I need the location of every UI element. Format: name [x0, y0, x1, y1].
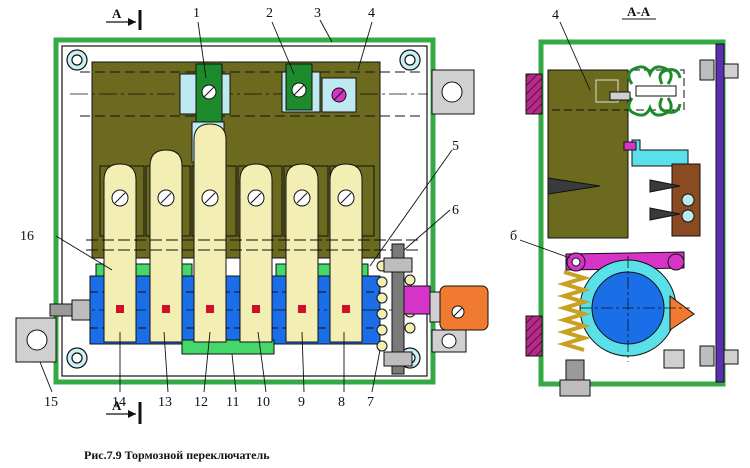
- cam-assembly: [579, 256, 695, 362]
- section-arrow-top: А: [106, 6, 142, 30]
- callout-3: 3: [314, 6, 321, 21]
- section-title: А-А: [627, 4, 651, 19]
- callout-16: 16: [20, 229, 34, 244]
- terminal-clamp-1: [179, 63, 231, 123]
- callout-10: 10: [256, 395, 270, 410]
- leader-lines: [39, 19, 453, 393]
- section-callout-6: б: [510, 229, 517, 244]
- section-callout-4: 4: [552, 8, 559, 23]
- callout-5: 5: [452, 139, 459, 154]
- section-arrow-bottom: А: [106, 398, 142, 424]
- callout-2: 2: [266, 6, 273, 21]
- wall-block-bottom: [525, 315, 543, 357]
- callout-11: 11: [226, 395, 239, 410]
- callout-6: 6: [452, 203, 459, 218]
- spring: [557, 270, 591, 352]
- side-bolts: [663, 59, 739, 369]
- callout-12: 12: [194, 395, 208, 410]
- callout-8: 8: [338, 395, 345, 410]
- callout-1: 1: [193, 6, 200, 21]
- callout-7: 7: [367, 395, 374, 410]
- mounting-ear-right: [431, 69, 475, 115]
- lever-6: [565, 251, 685, 272]
- corner-bolts: [66, 49, 421, 369]
- contact-arm: [547, 139, 701, 237]
- wall-block-top: [525, 73, 543, 115]
- callout-15: 15: [44, 395, 58, 410]
- callout-14: 14: [112, 395, 126, 410]
- contact-tips: [116, 305, 350, 313]
- lower-bar: [181, 339, 275, 355]
- callout-4: 4: [368, 6, 375, 21]
- callout-9: 9: [298, 395, 305, 410]
- shaft-left-end: [49, 299, 91, 321]
- section-label-bottom: А: [112, 398, 122, 413]
- mounting-ear-left: [15, 317, 57, 363]
- callout-numbers: 1 2 3 4 5 6 16 7 8 9 10 11 12 13 14 15: [20, 6, 459, 410]
- bracket-6: [383, 243, 431, 375]
- section-view: А-А: [510, 4, 739, 397]
- terminal-clamp-2: [281, 63, 357, 113]
- contact-fingers: [103, 123, 363, 343]
- wire-clips: [627, 65, 682, 117]
- callout-13: 13: [158, 395, 172, 410]
- front-view: А А 1 2: [15, 6, 489, 424]
- section-leader-lines: [519, 21, 591, 259]
- figure-caption: Рис.7.9 Тормозной переключатель: [84, 448, 270, 462]
- cover-plate: [715, 43, 725, 383]
- section-label-top: А: [112, 6, 122, 21]
- brake-arm-orange: [429, 285, 489, 353]
